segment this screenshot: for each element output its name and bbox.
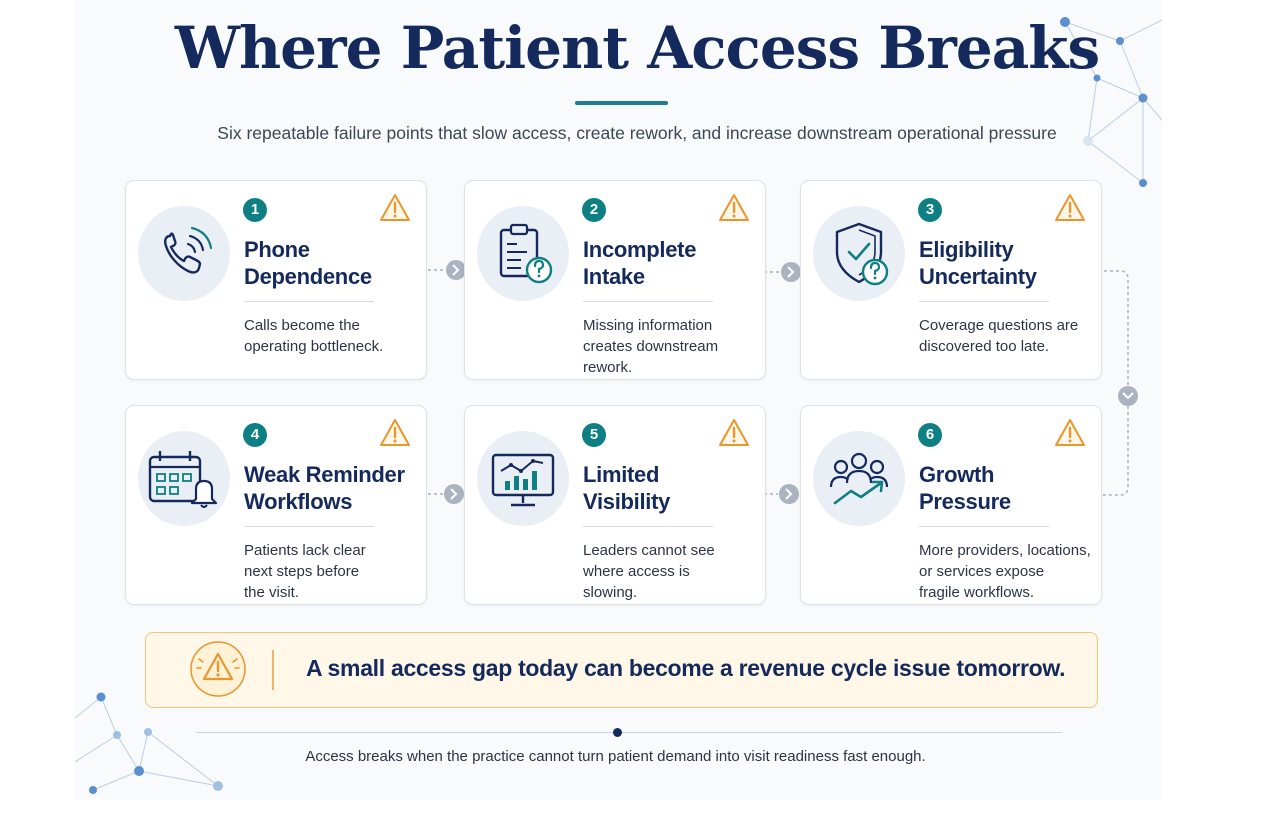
card-title-line-2: Dependence <box>244 264 372 289</box>
card-description-line: the visit. <box>244 584 300 601</box>
card-title-line-1: Weak Reminder <box>244 462 405 487</box>
card-title-line-1: Limited <box>583 462 660 487</box>
card-title-line-2: Uncertainty <box>919 264 1037 289</box>
card-description-line: Calls become the <box>244 317 360 334</box>
card-description-line: creates downstream <box>583 338 719 355</box>
card-description-line: next steps before <box>244 563 360 580</box>
card-number-badge: 5 <box>582 423 606 447</box>
card-icon-circle <box>477 206 569 301</box>
warning-icon <box>1054 418 1086 447</box>
card-description: More providers, locations, or services ex… <box>919 540 1094 603</box>
warning-banner: A small access gap today can become a re… <box>145 632 1098 708</box>
card-description-line: Patients lack clear <box>244 542 366 559</box>
card-title-line-2: Pressure <box>919 489 1011 514</box>
card-icon-circle <box>138 431 230 526</box>
card-description: Patients lack clear next steps before the … <box>244 540 419 603</box>
clipboard-question-icon <box>499 223 553 284</box>
connector-3-6 <box>1098 270 1138 496</box>
title-underline <box>575 101 668 105</box>
card-description-line: slowing. <box>583 584 638 601</box>
page-subtitle: Six repeatable failure points that slow … <box>217 123 1057 143</box>
card-icon-circle <box>813 431 905 526</box>
card-description-line: fragile workflows. <box>919 584 1035 601</box>
card-description: Missing information creates downstream rew… <box>583 315 758 378</box>
page-title: Where Patient Access Breaks <box>174 14 1100 82</box>
card-description-line: discovered too late. <box>919 338 1050 355</box>
card-description: Coverage questions are discovered too lat… <box>919 315 1094 357</box>
calendar-bell-icon <box>148 451 218 508</box>
card-number-badge: 4 <box>243 423 267 447</box>
footer-divider <box>196 732 1062 733</box>
card-title-line-2: Workflows <box>244 489 353 514</box>
people-growth-icon <box>829 452 889 505</box>
card-number-badge: 2 <box>582 198 606 222</box>
card-number-badge: 3 <box>918 198 942 222</box>
card-description-line: operating bottleneck. <box>244 338 384 355</box>
connector-4-5 <box>422 484 464 504</box>
warning-icon <box>718 418 750 447</box>
card-icon-circle <box>477 431 569 526</box>
card-description-line: More providers, locations, <box>919 542 1091 559</box>
card-description-line: Leaders cannot see <box>583 542 715 559</box>
card-divider <box>583 526 713 527</box>
card-number-badge: 1 <box>243 198 267 222</box>
card-title-line-2: Visibility <box>583 489 671 514</box>
phone-icon <box>164 226 213 274</box>
monitor-chart-icon <box>491 453 555 507</box>
card-title-line-1: Eligibility <box>919 237 1014 262</box>
card-divider <box>583 301 713 302</box>
card-title-line-2: Intake <box>583 264 645 289</box>
banner-text: A small access gap today can become a re… <box>306 655 1066 681</box>
shield-question-icon <box>835 222 889 286</box>
connector-2-3 <box>758 262 801 282</box>
card-divider <box>919 301 1049 302</box>
network-decoration <box>75 17 1162 794</box>
warning-icon <box>1054 193 1086 222</box>
warning-icon <box>190 641 246 697</box>
card-description-line: Missing information <box>583 317 713 334</box>
connector-1-2 <box>422 260 466 280</box>
footer-divider-dot <box>613 728 622 737</box>
banner-separator <box>272 650 274 690</box>
card-description: Leaders cannot see where access is slowing… <box>583 540 758 603</box>
footer-text: Access breaks when the practice cannot t… <box>305 748 926 765</box>
warning-icon <box>379 193 411 222</box>
card-title-line-1: Incomplete <box>583 237 697 262</box>
card-title-line-1: Growth <box>919 462 995 487</box>
card-description-line: or services expose <box>919 563 1045 580</box>
warning-icon <box>379 418 411 447</box>
connector-5-6 <box>758 484 799 504</box>
card-description-line: Coverage questions are <box>919 317 1079 334</box>
card-description-line: where access is <box>583 563 690 580</box>
card-description-line: rework. <box>583 359 633 376</box>
warning-icon <box>718 193 750 222</box>
card-title-line-1: Phone <box>244 237 310 262</box>
card-divider <box>244 526 374 527</box>
card-icon-circle <box>813 206 905 301</box>
card-divider <box>244 301 374 302</box>
card-icon-circle <box>138 206 230 301</box>
card-number-badge: 6 <box>918 423 942 447</box>
card-divider <box>919 526 1049 527</box>
card-description: Calls become the operating bottleneck. <box>244 315 419 357</box>
